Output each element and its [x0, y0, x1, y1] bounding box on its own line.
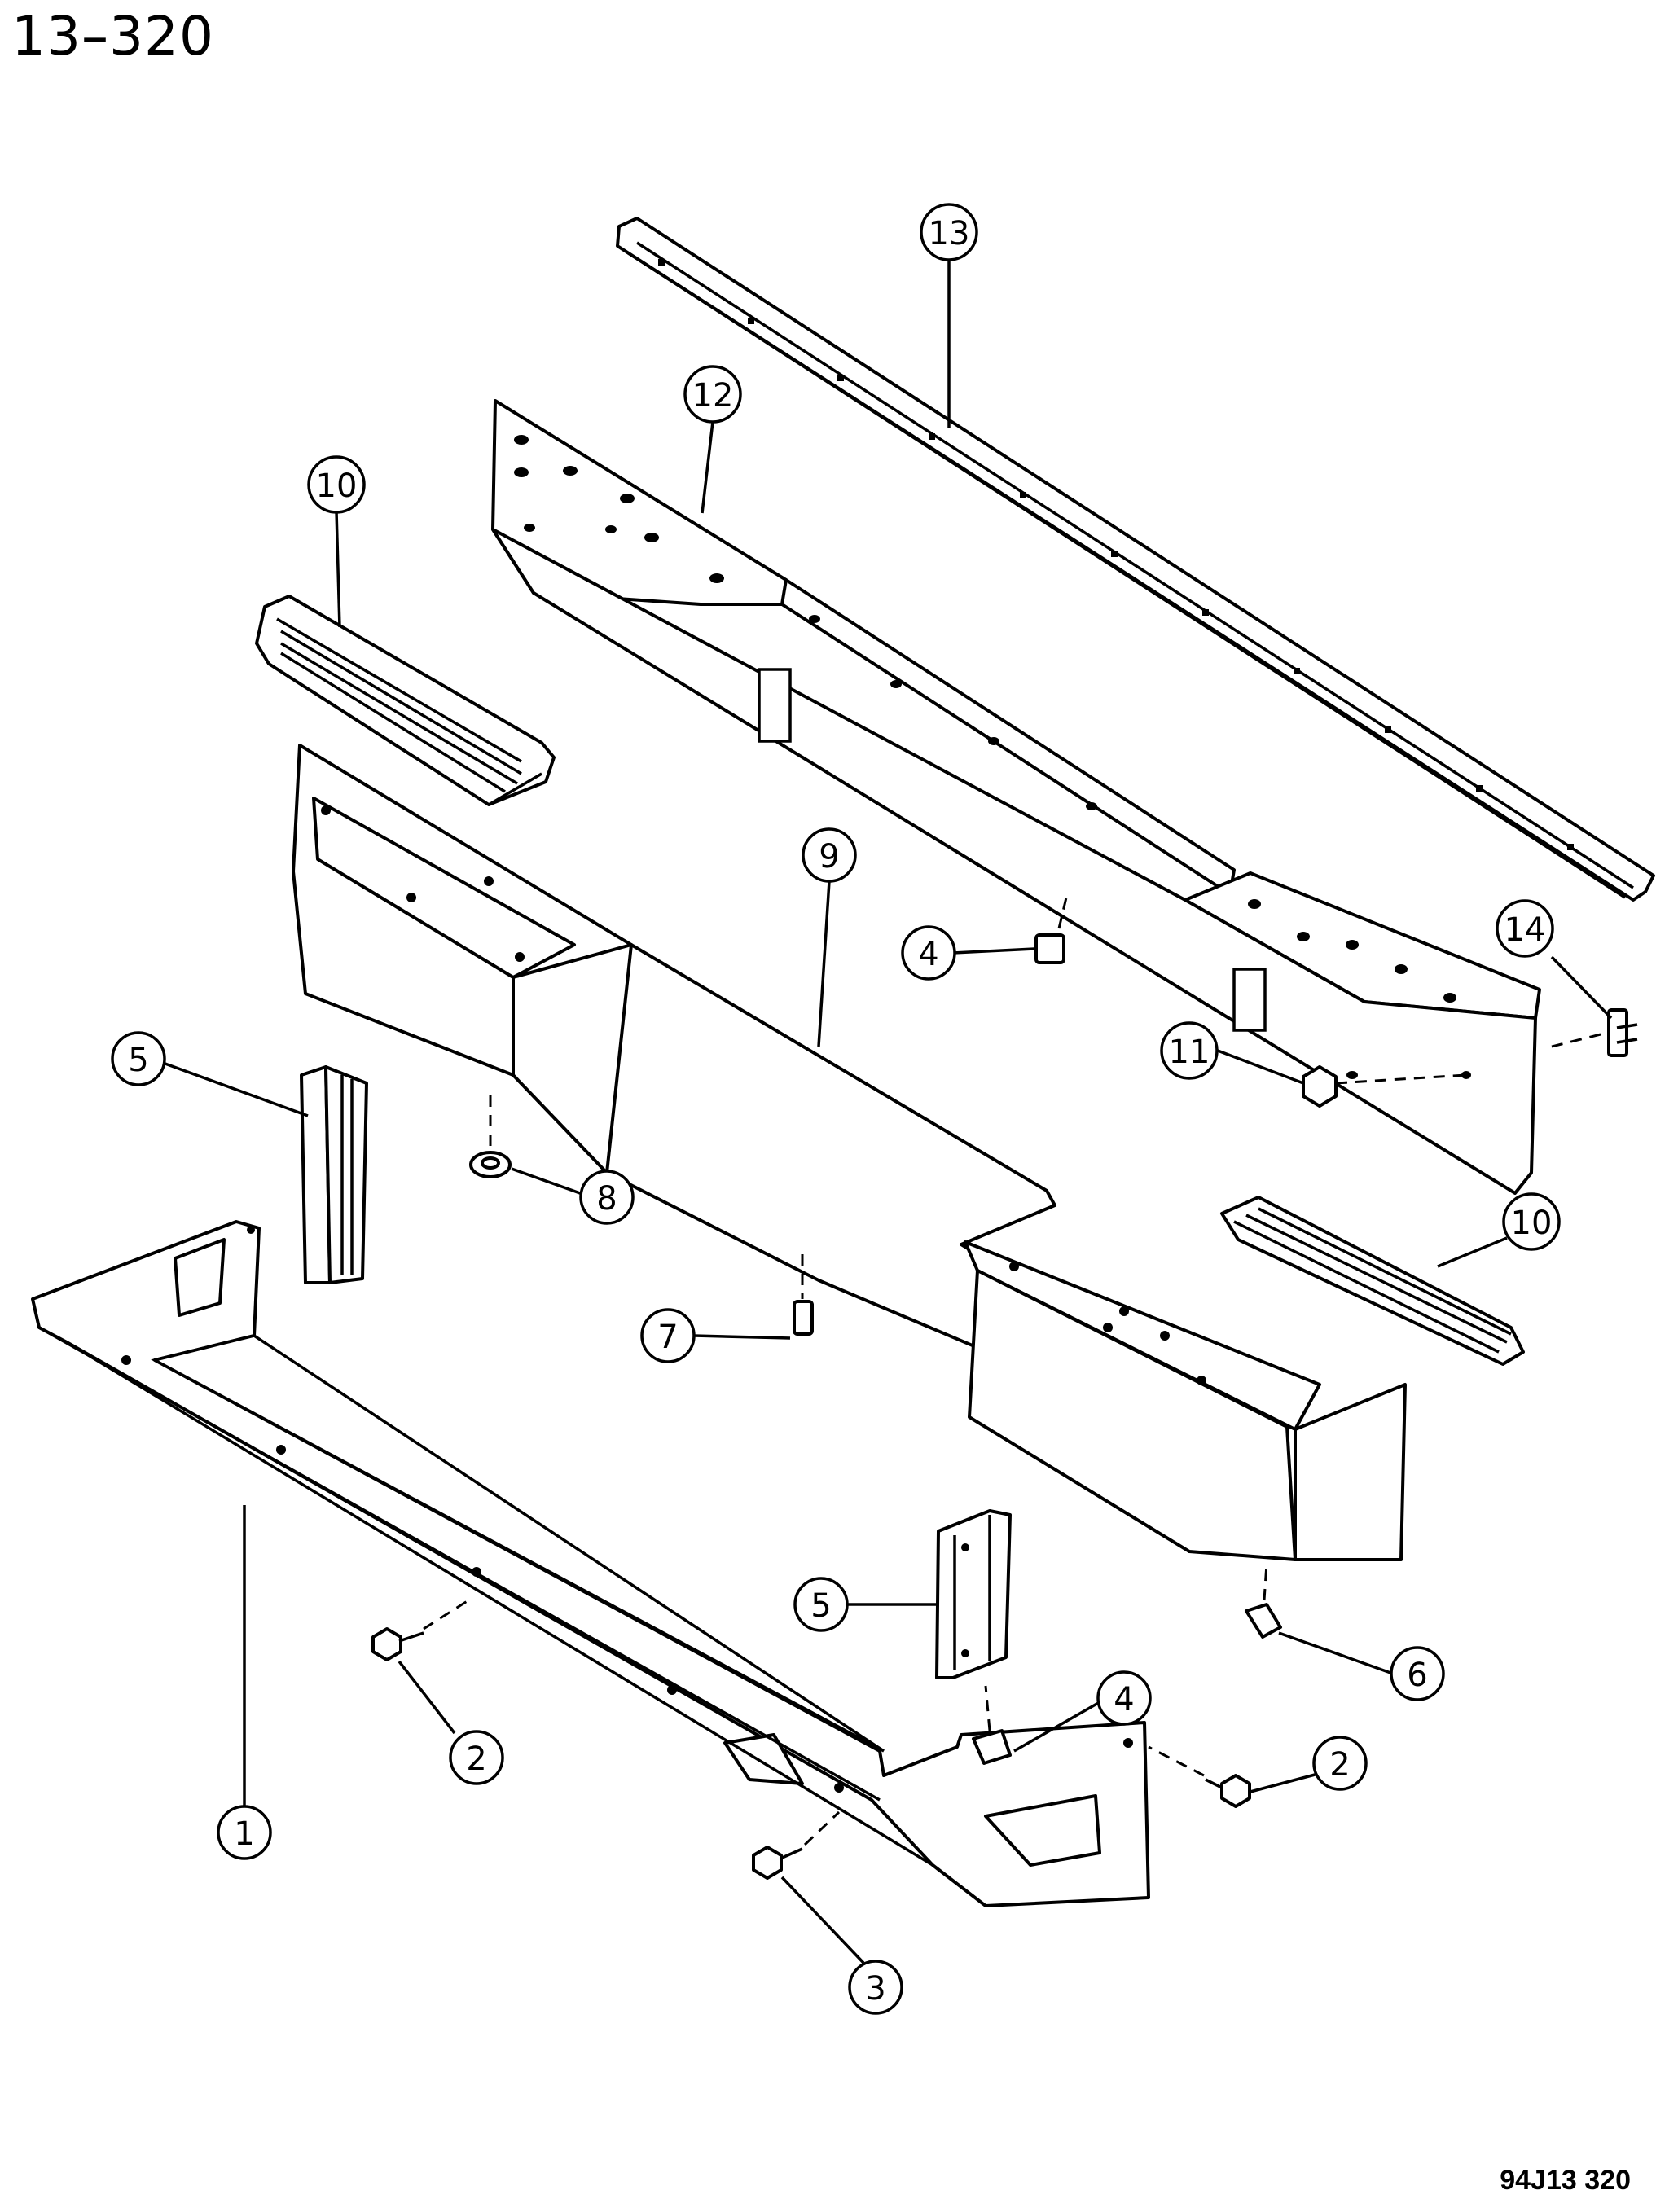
- callout-10-right: 10: [1502, 1192, 1561, 1251]
- svg-text:12: 12: [692, 377, 734, 415]
- part-7-screw: [793, 1254, 814, 1336]
- part-8-nut: [469, 1095, 512, 1178]
- part-5-bracket-left: [300, 1065, 368, 1284]
- figure-code: 94J13 320: [1500, 2165, 1631, 2196]
- part-4-nut-lower: [972, 1685, 1012, 1765]
- part-6-clip: [1245, 1563, 1282, 1639]
- callout-6: 6: [1390, 1646, 1445, 1701]
- part-3-bolt: [752, 1810, 841, 1880]
- svg-text:5: 5: [128, 1042, 148, 1079]
- svg-text:9: 9: [819, 838, 839, 876]
- callout-2-right: 2: [1312, 1736, 1368, 1791]
- part-1-step-bar: [31, 1220, 1150, 1907]
- svg-text:10: 10: [316, 467, 358, 505]
- svg-text:3: 3: [865, 1970, 885, 2008]
- part-4-nut-upper: [1034, 893, 1069, 964]
- svg-text:6: 6: [1407, 1657, 1427, 1694]
- part-12-bracket: [491, 399, 1541, 1195]
- callout-8: 8: [579, 1170, 635, 1225]
- leader-lines: [162, 259, 1613, 1964]
- callout-12: 12: [683, 365, 742, 424]
- part-10-step-pad-right: [1220, 1196, 1525, 1366]
- part-14-clip: [1551, 1008, 1638, 1057]
- callout-10-left: 10: [307, 455, 366, 514]
- svg-text:8: 8: [596, 1180, 617, 1218]
- part-2-bolt-right: [1148, 1745, 1251, 1808]
- callout-3: 3: [848, 1960, 903, 2015]
- callout-9: 9: [802, 827, 857, 883]
- callout-14: 14: [1496, 899, 1554, 958]
- callout-5-right: 5: [793, 1577, 849, 1632]
- svg-text:2: 2: [466, 1740, 486, 1778]
- part-10-step-pad-left: [255, 595, 556, 806]
- svg-text:10: 10: [1511, 1205, 1553, 1242]
- callout-2-left: 2: [449, 1730, 504, 1785]
- part-9-step-cover: [292, 744, 1407, 1561]
- callout-4-lower: 4: [1096, 1670, 1152, 1726]
- svg-text:11: 11: [1169, 1034, 1210, 1071]
- svg-text:2: 2: [1329, 1746, 1350, 1784]
- svg-text:7: 7: [657, 1319, 678, 1356]
- part-13-rail: [616, 217, 1655, 902]
- callout-5-left: 5: [111, 1031, 166, 1086]
- part-5-bracket-right: [935, 1509, 1012, 1679]
- callout-7: 7: [640, 1308, 696, 1363]
- svg-text:4: 4: [918, 936, 938, 973]
- callout-4-upper: 4: [901, 925, 956, 981]
- svg-text:1: 1: [234, 1815, 254, 1853]
- svg-text:5: 5: [810, 1587, 831, 1625]
- callout-11: 11: [1160, 1021, 1219, 1080]
- svg-text:14: 14: [1504, 911, 1546, 949]
- callout-13: 13: [920, 203, 978, 261]
- part-2-bolt-left: [371, 1599, 469, 1661]
- part-11-nut: [1302, 1065, 1467, 1108]
- svg-text:4: 4: [1114, 1681, 1134, 1718]
- page-number: 13–320: [11, 5, 214, 68]
- callout-1: 1: [217, 1805, 272, 1860]
- svg-text:13: 13: [929, 215, 970, 252]
